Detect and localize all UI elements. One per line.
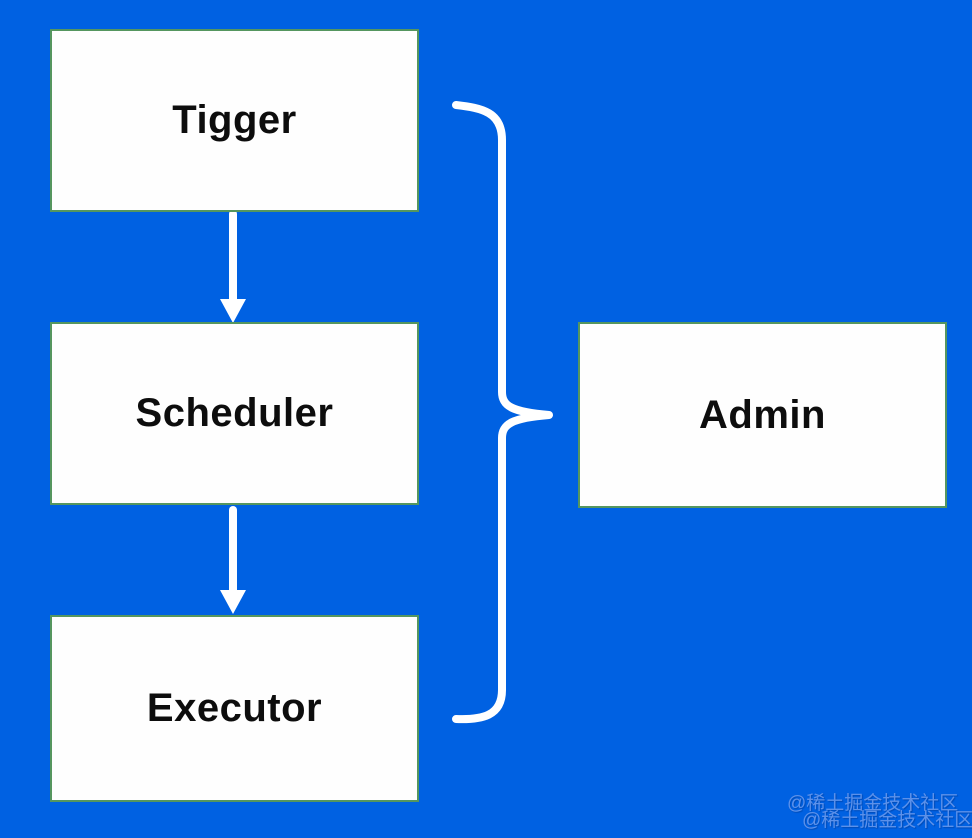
node-executor: Executor [50, 615, 419, 802]
node-admin-label: Admin [699, 392, 826, 437]
node-tigger-label: Tigger [172, 98, 297, 142]
node-executor-label: Executor [146, 686, 323, 730]
arrow-down-icon [220, 210, 246, 323]
node-admin: Admin [578, 322, 947, 508]
node-scheduler: Scheduler [50, 322, 419, 505]
curly-brace-icon [452, 101, 553, 724]
node-tigger: Tigger [50, 29, 419, 212]
node-scheduler-label: Scheduler [135, 391, 334, 435]
watermark-text: @稀土掘金技术社区 [802, 810, 972, 831]
arrow-down-icon [220, 506, 246, 614]
watermark-text: @稀土掘金技术社区 [787, 793, 959, 814]
